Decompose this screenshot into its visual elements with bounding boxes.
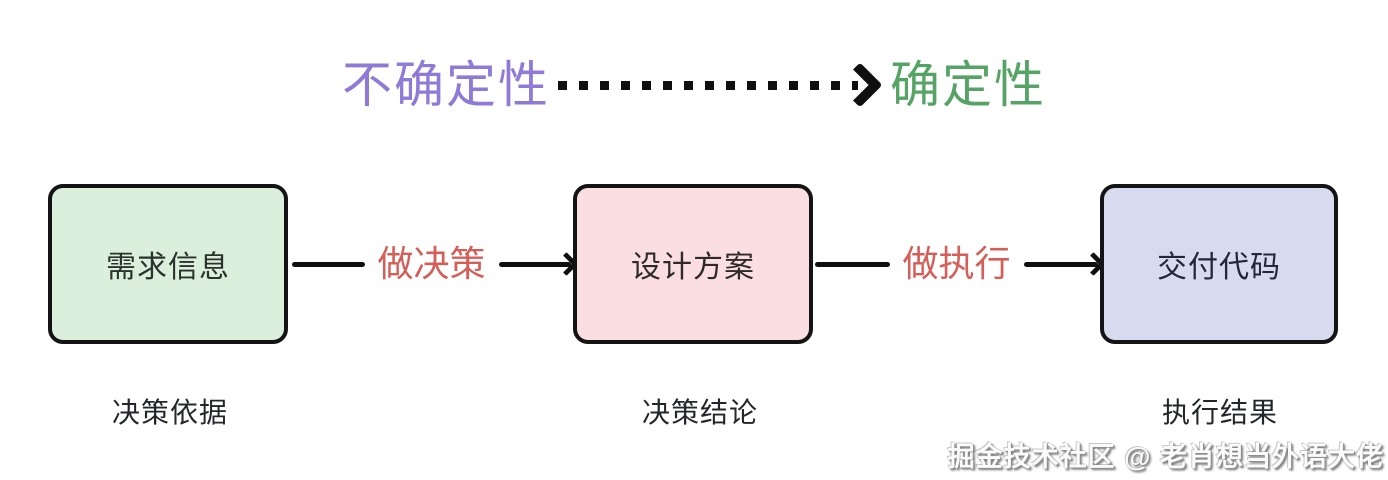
uncertainty-label: 不确定性 bbox=[342, 57, 550, 113]
arrow-line bbox=[815, 261, 890, 267]
watermark: 掘金技术社区 @ 老肖想当外语大佬 bbox=[947, 442, 1384, 472]
node-requirements: 需求信息 bbox=[48, 184, 288, 344]
arrowhead-icon bbox=[837, 62, 883, 108]
connector-make-decision: 做决策 bbox=[292, 184, 579, 344]
node-label: 需求信息 bbox=[106, 251, 230, 284]
dotted-line bbox=[558, 80, 858, 90]
caption-execution-result: 执行结果 bbox=[1161, 397, 1279, 428]
uncertainty-axis: 不确定性 确定性 bbox=[0, 50, 1388, 120]
caption-decision-conclusion: 决策结论 bbox=[641, 397, 759, 428]
arrow-line bbox=[1023, 251, 1106, 277]
connector-execute: 做执行 bbox=[815, 184, 1106, 344]
certainty-label: 确定性 bbox=[890, 57, 1046, 113]
connector-label: 做决策 bbox=[377, 243, 486, 284]
node-delivered-code: 交付代码 bbox=[1100, 184, 1338, 344]
connector-label: 做执行 bbox=[902, 243, 1011, 284]
dotted-arrow bbox=[558, 62, 883, 108]
arrow-line bbox=[498, 251, 579, 277]
node-label: 设计方案 bbox=[631, 251, 755, 284]
caption-decision-basis: 决策依据 bbox=[111, 397, 229, 428]
node-design-plan: 设计方案 bbox=[573, 184, 813, 344]
node-label: 交付代码 bbox=[1157, 251, 1281, 284]
arrow-line bbox=[292, 261, 365, 267]
